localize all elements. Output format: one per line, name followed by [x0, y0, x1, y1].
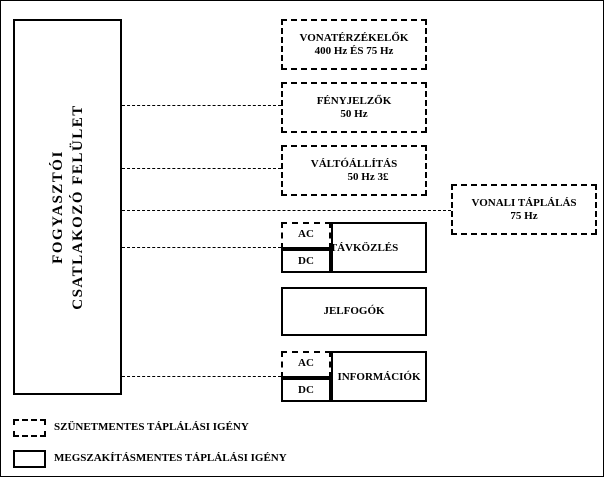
vonali-taplalas-frequency: 75 Hz: [510, 209, 538, 222]
legend-solid-swatch: [13, 450, 46, 468]
legend-solid-label: MEGSZAKÍTÁSMENTES TÁPLÁLÁSI IGÉNY: [54, 452, 287, 464]
tavkozles-label-cell: TÁVKÖZLÉS: [329, 222, 427, 273]
connector-informaciok: [122, 376, 281, 377]
box-tavkozles: AC DC TÁVKÖZLÉS: [281, 222, 427, 273]
informaciok-dc-cell: DC: [281, 377, 331, 402]
vonaterzekelok-frequency: 400 Hz ÉS 75 Hz: [314, 44, 394, 57]
vonali-taplalas-title: VONALI TÁPLÁLÁS: [471, 196, 577, 209]
informaciok-label: INFORMÁCIÓK: [337, 370, 421, 383]
connector-tavkozles: [122, 247, 281, 248]
connector-fenyjelzok: [122, 105, 281, 106]
box-fenyjelzok: FÉNYJELZŐK 50 Hz: [281, 82, 427, 133]
fenyjelzok-title: FÉNYJELZŐK: [316, 94, 392, 107]
vonaterzekelok-title: VONATÉRZÉKELŐK: [299, 31, 409, 44]
valtoallitas-frequency: 50 Hz 3£: [347, 170, 389, 183]
tavkozles-ac-label: AC: [298, 228, 314, 241]
box-informaciok: AC DC INFORMÁCIÓK: [281, 351, 427, 402]
fenyjelzok-frequency: 50 Hz: [340, 107, 368, 120]
informaciok-dc-label: DC: [298, 383, 314, 396]
tavkozles-dc-label: DC: [298, 254, 314, 267]
box-vonaterzekelok: VONATÉRZÉKELŐK 400 Hz ÉS 75 Hz: [281, 19, 427, 70]
box-vonali-taplalas: VONALI TÁPLÁLÁS 75 Hz: [451, 184, 597, 235]
informaciok-ac-cell: AC: [281, 351, 331, 378]
box-valtoallitas: VÁLTÓÁLLÍTÁS 50 Hz 3£: [281, 145, 427, 196]
informaciok-power-split: AC DC: [281, 351, 333, 402]
connector-vonali-taplalas: [122, 210, 451, 211]
tavkozles-ac-cell: AC: [281, 222, 331, 249]
connector-valtoallitas: [122, 168, 281, 169]
consumer-interface-line1: FOGYASZTÓI: [49, 150, 66, 264]
box-jelfogok: JELFOGÓK: [281, 287, 427, 336]
tavkozles-label: TÁVKÖZLÉS: [329, 241, 399, 254]
jelfogok-label: JELFOGÓK: [323, 305, 385, 317]
tavkozles-power-split: AC DC: [281, 222, 333, 273]
valtoallitas-title: VÁLTÓÁLLÍTÁS: [310, 157, 398, 170]
legend-dashed-label: SZÜNETMENTES TÁPLÁLÁSI IGÉNY: [54, 421, 249, 433]
informaciok-ac-label: AC: [298, 357, 314, 370]
consumer-interface-box: FOGYASZTÓI CSATLAKOZÓ FELÜLET: [13, 19, 122, 395]
legend-dashed-swatch: [13, 419, 46, 437]
informaciok-label-cell: INFORMÁCIÓK: [333, 351, 427, 402]
tavkozles-dc-cell: DC: [281, 248, 331, 273]
consumer-interface-line2: CSATLAKOZÓ FELÜLET: [69, 104, 86, 310]
consumer-interface-label: FOGYASZTÓI CSATLAKOZÓ FELÜLET: [48, 104, 88, 310]
